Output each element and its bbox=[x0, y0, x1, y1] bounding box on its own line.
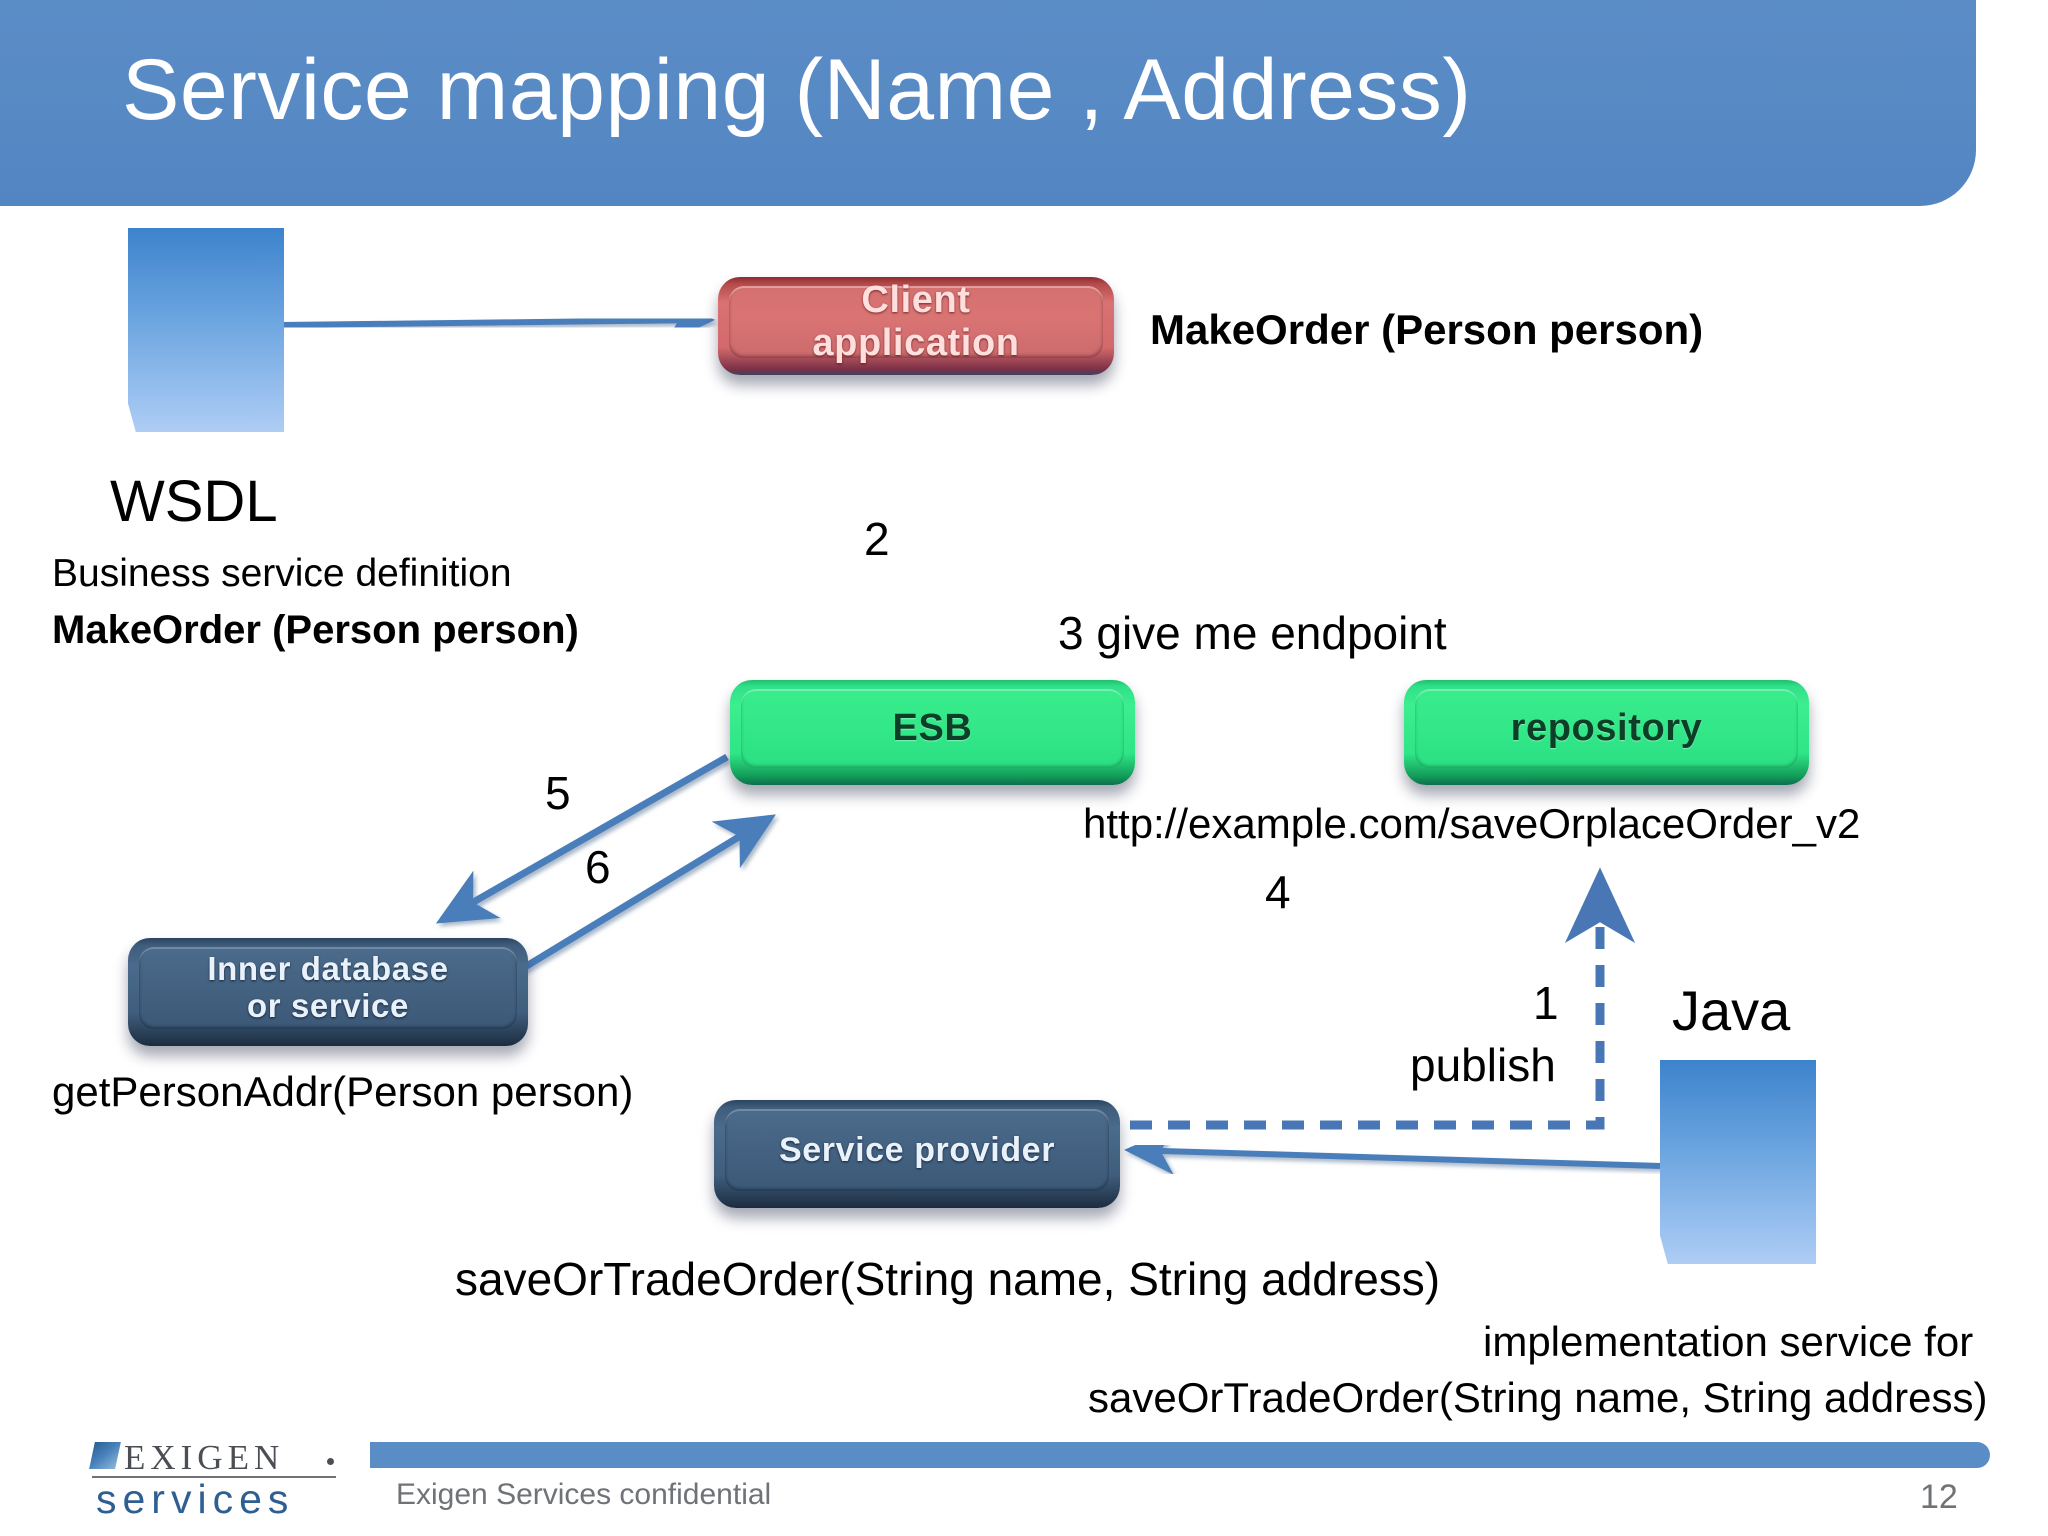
wsdl-title: WSDL bbox=[110, 469, 278, 534]
exigen-logo-registered-icon bbox=[327, 1458, 334, 1465]
java-document-shape bbox=[1660, 1060, 1816, 1264]
node-inner-database-face: Inner database or service bbox=[139, 947, 517, 1029]
node-esb[interactable]: ESB bbox=[730, 680, 1135, 785]
node-repository-label: repository bbox=[1510, 707, 1703, 750]
step-1-label: 1 bbox=[1533, 977, 1559, 1029]
wsdl-subtitle: Business service definition bbox=[52, 552, 512, 595]
node-client-application-label-line1: Client bbox=[861, 279, 971, 322]
database-signature: getPersonAddr(Person person) bbox=[52, 1068, 634, 1115]
node-esb-label: ESB bbox=[892, 707, 973, 750]
node-client-application-face: Client application bbox=[729, 279, 1103, 364]
step-4-label: 4 bbox=[1265, 866, 1291, 918]
node-inner-database[interactable]: Inner database or service bbox=[128, 938, 528, 1046]
node-esb-face: ESB bbox=[741, 689, 1124, 768]
step-6-label: 6 bbox=[585, 841, 611, 893]
impl-note-line1: implementation service for bbox=[1483, 1318, 1974, 1365]
client-signature: MakeOrder (Person person) bbox=[1150, 306, 1704, 353]
exigen-logo-bottom: services bbox=[96, 1476, 295, 1522]
impl-note-line2: saveOrTradeOrder(String name, String add… bbox=[1088, 1374, 1988, 1421]
confidential-note: Exigen Services confidential bbox=[396, 1478, 772, 1511]
node-inner-database-label-line1: Inner database bbox=[207, 950, 449, 988]
endpoint-url-label: http://example.com/saveOrplaceOrder_v2 bbox=[1083, 800, 1861, 847]
node-inner-database-label-line2: or service bbox=[247, 987, 409, 1024]
node-client-application[interactable]: Client application bbox=[718, 277, 1114, 375]
wsdl-document-shape bbox=[128, 228, 284, 432]
page-title: Service mapping (Name , Address) bbox=[122, 42, 1472, 138]
node-repository-face: repository bbox=[1415, 689, 1798, 768]
node-service-provider[interactable]: Service provider bbox=[714, 1100, 1120, 1208]
wsdl-signature: MakeOrder (Person person) bbox=[52, 608, 579, 652]
java-title: Java bbox=[1672, 979, 1791, 1042]
node-client-application-label-line2: application bbox=[812, 322, 1020, 364]
provider-signature: saveOrTradeOrder(String name, String add… bbox=[455, 1253, 1441, 1305]
step-3-label: 3 give me endpoint bbox=[1058, 607, 1447, 659]
exigen-logo-top: EXIGEN bbox=[124, 1438, 285, 1477]
page-number: 12 bbox=[1920, 1478, 1958, 1516]
exigen-logo-rule bbox=[92, 1476, 336, 1478]
step-2-label: 2 bbox=[864, 513, 890, 565]
node-service-provider-label: Service provider bbox=[778, 1130, 1056, 1169]
node-service-provider-face: Service provider bbox=[725, 1109, 1109, 1191]
publish-label: publish bbox=[1410, 1039, 1556, 1091]
slide-title-bar: Service mapping (Name , Address) bbox=[0, 0, 1976, 206]
node-repository[interactable]: repository bbox=[1404, 680, 1809, 785]
exigen-logo-mark-icon bbox=[89, 1442, 121, 1469]
step-5-label: 5 bbox=[545, 767, 571, 819]
exigen-services-logo: EXIGEN services bbox=[89, 1436, 340, 1522]
footer-bar bbox=[370, 1442, 1990, 1468]
